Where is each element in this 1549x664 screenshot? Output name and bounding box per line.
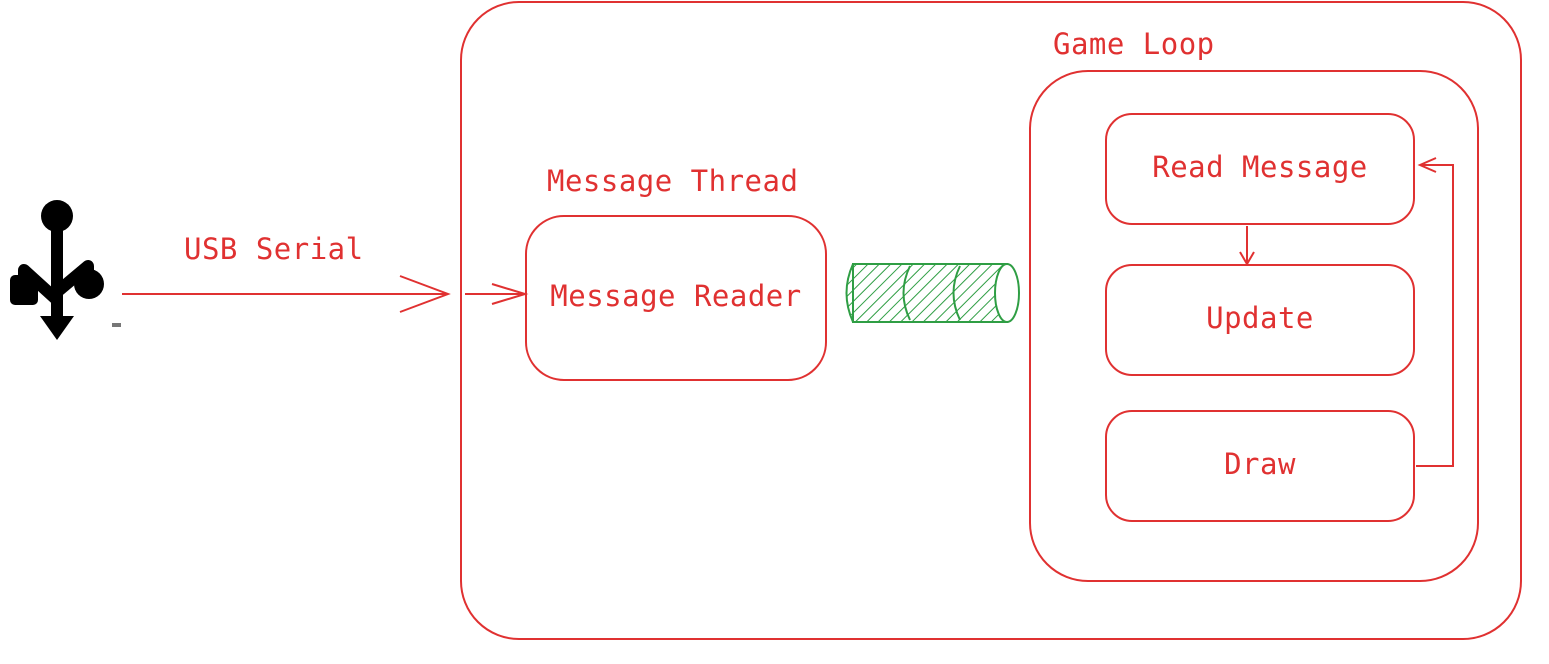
read-message-box (1105, 113, 1415, 225)
read-to-update-arrow (1239, 226, 1255, 266)
queue-cylinder-icon (845, 263, 1020, 323)
game-loop-container (1029, 70, 1479, 582)
message-thread-title: Message Thread (547, 164, 799, 198)
message-reader-label: Message Reader (550, 279, 802, 313)
draw-box (1105, 410, 1415, 522)
usb-icon (10, 200, 121, 340)
message-reader-box (525, 215, 827, 381)
update-box (1105, 264, 1415, 376)
game-loop-title: Game Loop (1053, 27, 1215, 61)
usb-serial-arrow (122, 275, 451, 313)
update-label: Update (1206, 301, 1314, 335)
outer-container (460, 1, 1522, 640)
draw-to-read-loop-arrow (1416, 157, 1454, 467)
message-reader-input-arrow (465, 283, 529, 305)
read-message-label: Read Message (1152, 150, 1368, 184)
usb-serial-label: USB Serial (184, 232, 364, 266)
draw-label: Draw (1224, 447, 1296, 481)
